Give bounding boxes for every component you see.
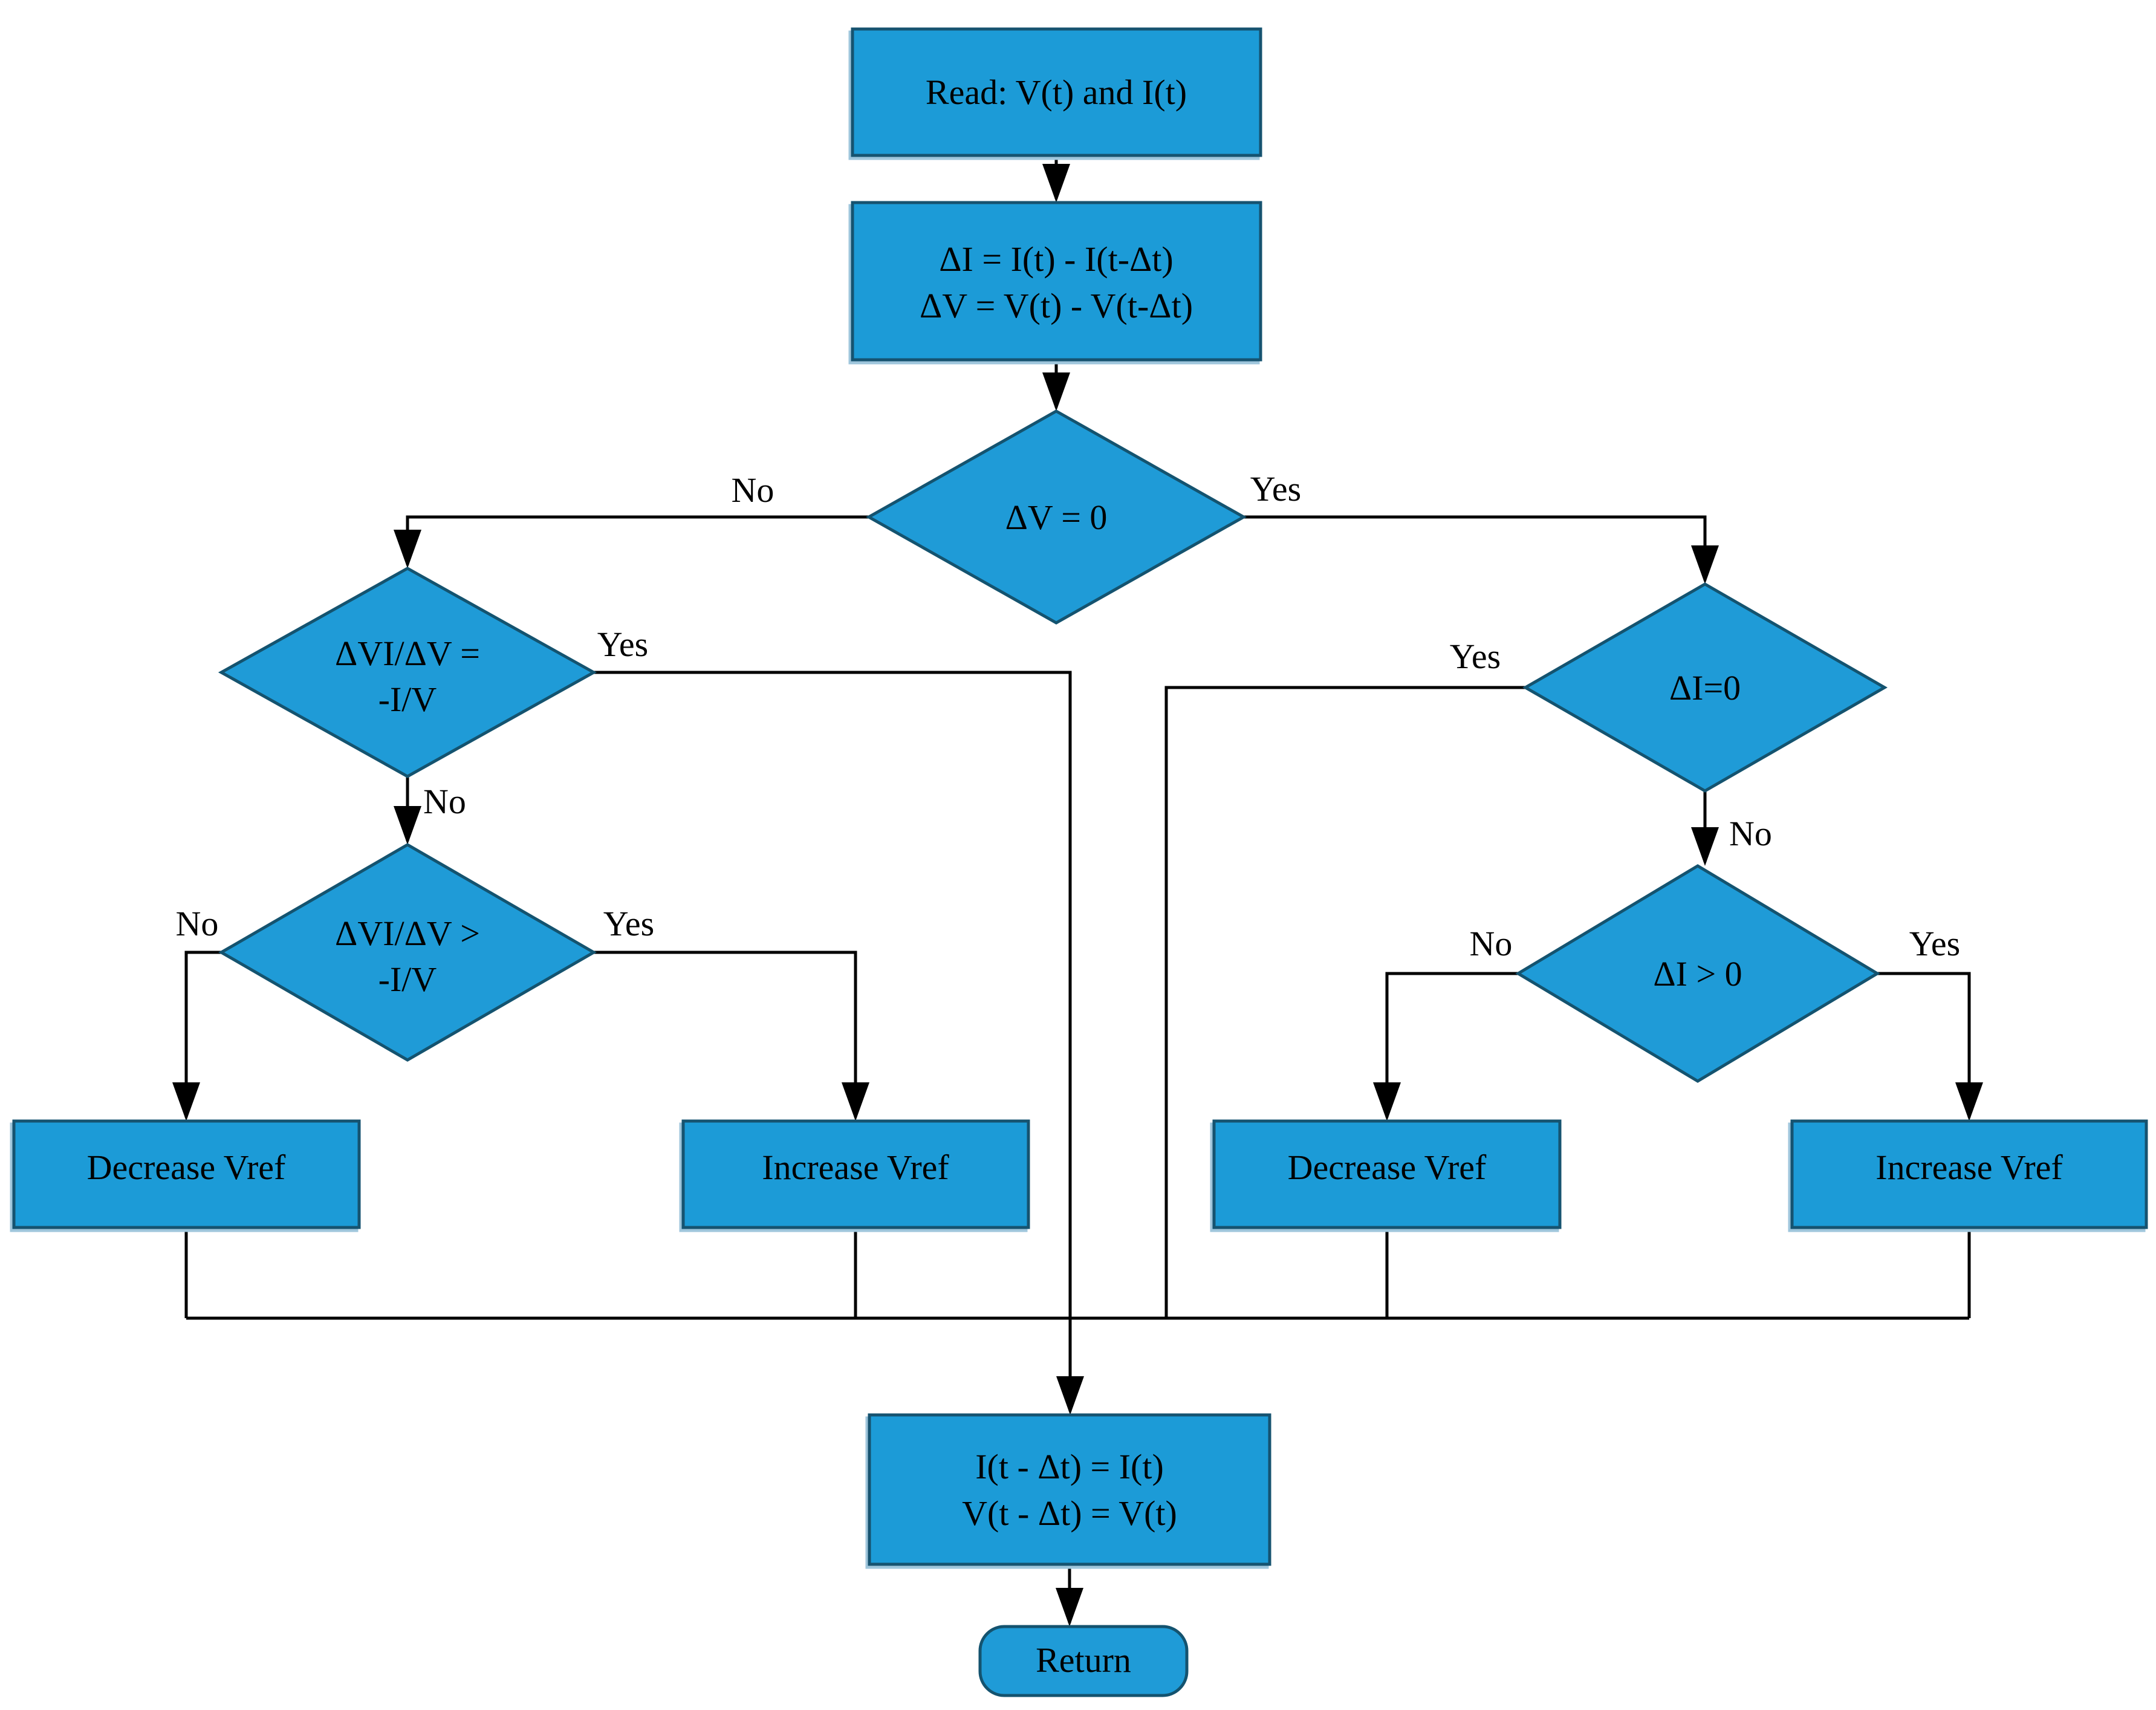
- edge-label-didv-gt-yes: Yes: [603, 904, 654, 943]
- node-return: Return: [978, 1625, 1189, 1697]
- edge-label-di-gt-yes: Yes: [1909, 924, 1960, 963]
- node-update-history: I(t - Δt) = I(t) V(t - Δt) = V(t): [868, 1413, 1271, 1566]
- decision-didv-greater-diamond: [218, 843, 597, 1062]
- node-return-box: [978, 1625, 1189, 1697]
- edge-label-dv-yes: Yes: [1250, 469, 1301, 509]
- decision-delta-i-zero: ΔI=0: [1522, 582, 1888, 793]
- node-update-history-line1: I(t - Δt) = I(t): [975, 1447, 1164, 1486]
- connector-didv-eq-yes-branch: [594, 671, 1072, 1318]
- decision-didv-equal: ΔVI/ΔV = -I/V: [218, 567, 597, 778]
- connector-dv-no-branch: [394, 515, 869, 568]
- decision-didv-equal-diamond: [218, 567, 597, 778]
- node-delta-calc: ΔI = I(t) - I(t-Δt) ΔV = V(t) - V(t-Δt): [851, 201, 1262, 362]
- connector-didv-gt-yes-branch: [594, 951, 869, 1121]
- edge-label-di-zero-yes: Yes: [1450, 637, 1501, 676]
- edge-label-di-zero-no: No: [1729, 814, 1772, 853]
- decision-delta-v-zero: ΔV = 0: [865, 409, 1247, 625]
- connector-dv-yes-branch: [1244, 515, 1719, 584]
- connector-di-zero-yes-branch: [1164, 686, 1525, 1318]
- node-read-label: Read: V(t) and I(t): [926, 73, 1187, 112]
- connectors: [172, 155, 1983, 1627]
- node-decrease-vref-right-box: [1212, 1119, 1562, 1229]
- node-delta-calc-line2: ΔV = V(t) - V(t-Δt): [920, 286, 1193, 325]
- node-read-box: [851, 27, 1262, 157]
- node-decrease-vref-right: Decrease Vref: [1212, 1119, 1562, 1229]
- decision-delta-i-zero-label: ΔI=0: [1669, 668, 1741, 707]
- node-increase-vref-right: Increase Vref: [1790, 1119, 2148, 1229]
- node-increase-vref-left-label: Increase Vref: [762, 1148, 949, 1187]
- decision-didv-equal-line1: ΔVI/ΔV =: [335, 634, 480, 673]
- node-read: Read: V(t) and I(t): [851, 27, 1262, 157]
- node-update-history-line2: V(t - Δt) = V(t): [962, 1494, 1177, 1533]
- decision-didv-equal-line2: -I/V: [378, 680, 437, 719]
- node-update-history-box: [868, 1413, 1271, 1566]
- decision-didv-greater: ΔVI/ΔV > -I/V: [218, 843, 597, 1062]
- edge-labels: No Yes Yes No No Yes Yes No No Yes: [176, 469, 1961, 963]
- connector-didv-gt-no-branch: [172, 951, 221, 1121]
- edge-label-didv-eq-yes: Yes: [597, 625, 648, 664]
- decision-delta-v-zero-diamond: [865, 409, 1247, 625]
- edge-label-didv-eq-no: No: [423, 782, 466, 821]
- decision-didv-greater-line1: ΔVI/ΔV >: [335, 914, 480, 953]
- decision-delta-i-greater-diamond: [1515, 864, 1880, 1083]
- node-return-label: Return: [1036, 1640, 1131, 1680]
- decision-didv-greater-line2: -I/V: [378, 960, 437, 999]
- node-decrease-vref-left-label: Decrease Vref: [87, 1148, 286, 1187]
- decision-delta-i-greater: ΔI > 0: [1515, 864, 1880, 1083]
- node-decrease-vref-left-box: [12, 1119, 361, 1229]
- node-increase-vref-left: Increase Vref: [681, 1119, 1030, 1229]
- edge-label-didv-gt-no: No: [176, 904, 219, 943]
- node-increase-vref-right-label: Increase Vref: [1875, 1148, 2063, 1187]
- decision-delta-v-zero-label: ΔV = 0: [1005, 498, 1108, 537]
- node-decrease-vref-left: Decrease Vref: [12, 1119, 361, 1229]
- node-delta-calc-box: [851, 201, 1262, 362]
- connector-di-gt-no-branch: [1373, 972, 1518, 1121]
- node-increase-vref-left-box: [681, 1119, 1030, 1229]
- decision-delta-i-greater-label: ΔI > 0: [1653, 954, 1742, 993]
- connector-di-gt-yes-branch: [1877, 972, 1983, 1121]
- edge-label-di-gt-no: No: [1470, 924, 1513, 963]
- decision-delta-i-zero-diamond: [1522, 582, 1888, 793]
- node-increase-vref-right-box: [1790, 1119, 2148, 1229]
- node-delta-calc-line1: ΔI = I(t) - I(t-Δt): [939, 239, 1173, 279]
- node-decrease-vref-right-label: Decrease Vref: [1288, 1148, 1487, 1187]
- edge-label-dv-no: No: [732, 470, 774, 510]
